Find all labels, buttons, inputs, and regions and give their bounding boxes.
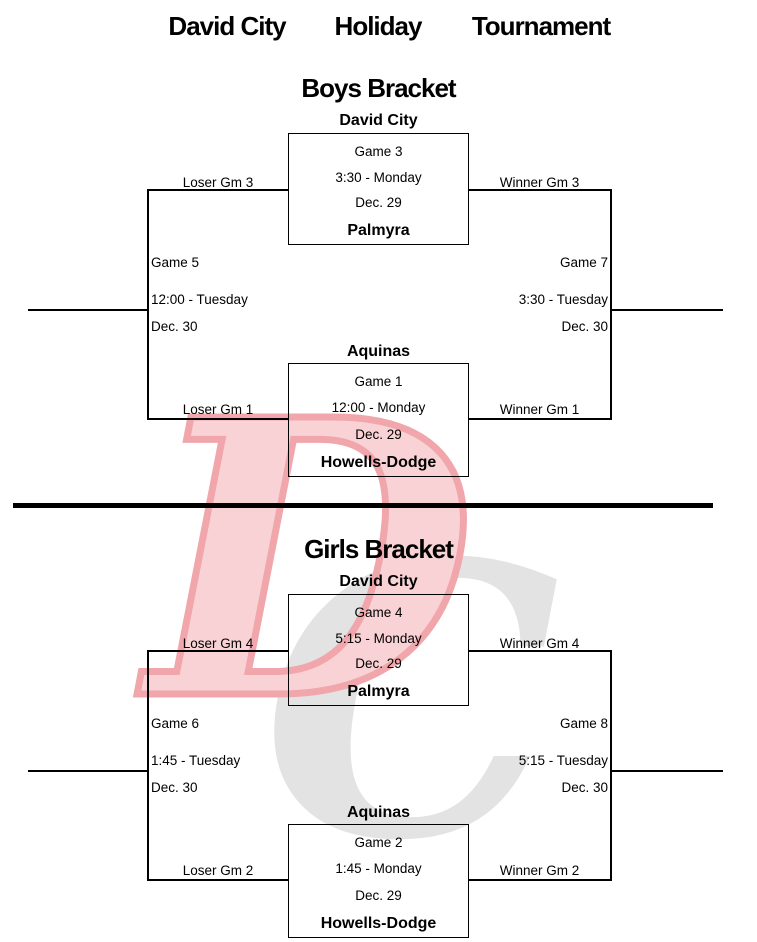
- semifinal-top-winner-line: [468, 650, 611, 652]
- semifinal-bottom-loser-label: Loser Gm 2: [182, 863, 254, 878]
- semifinal-bottom-winner-label: Winner Gm 1: [499, 402, 580, 417]
- game-time-label: 1:45 - Monday: [335, 861, 422, 877]
- game-time-label: 12:00 - Monday: [331, 400, 426, 416]
- semifinal-bottom-team-bottom-label: Howells-Dodge: [320, 914, 437, 932]
- game-date-label: Dec. 29: [355, 426, 402, 442]
- semifinal-top-team-bottom-label: Palmyra: [347, 221, 410, 239]
- right-bracket-line: [610, 650, 612, 881]
- bracket-heading: Boys Bracket: [301, 73, 456, 103]
- semifinal-bottom-winner-line: [468, 418, 611, 420]
- semifinal-bottom-loser-line: [148, 418, 288, 420]
- semifinal-bottom-team-top-label: Aquinas: [346, 343, 411, 360]
- semifinal-bottom-team-bottom-label: Howells-Dodge: [320, 453, 437, 471]
- consolation-date-label: Dec. 30: [151, 780, 198, 795]
- semifinal-bottom-winner-label: Winner Gm 2: [499, 863, 580, 878]
- game-date-label: Dec. 29: [355, 887, 402, 903]
- semifinal-bottom-loser-line: [148, 879, 288, 881]
- left-bracket-line: [147, 189, 149, 420]
- left-bracket-line: [147, 650, 149, 881]
- game-number-label: Game 1: [354, 374, 403, 389]
- championship-game-label: Game 7: [559, 255, 608, 270]
- page-title-word-1: David City: [168, 11, 286, 41]
- consolation-game-label: Game 5: [151, 255, 200, 270]
- consolation-advance-line: [28, 309, 147, 311]
- semifinal-bottom-team-top-label: Aquinas: [346, 804, 411, 821]
- game-date-label: Dec. 29: [355, 656, 402, 672]
- semifinal-bottom-game-box: Game 1 12:00 - Monday Dec. 29 Howells-Do…: [288, 363, 469, 477]
- consolation-time-label: 1:45 - Tuesday: [151, 753, 241, 768]
- championship-time-label: 3:30 - Tuesday: [518, 292, 608, 307]
- semifinal-top-team-top-label: David City: [339, 573, 418, 590]
- semifinal-top-loser-label: Loser Gm 4: [182, 636, 254, 651]
- page-title: David City Holiday Tournament: [0, 12, 757, 42]
- section-divider: [13, 503, 713, 508]
- semifinal-top-winner-label: Winner Gm 4: [499, 636, 580, 651]
- championship-time-label: 5:15 - Tuesday: [518, 753, 608, 768]
- girls-bracket: Girls Bracket David City Game 4 5:15 - M…: [0, 531, 757, 941]
- consolation-time-label: 12:00 - Tuesday: [151, 292, 248, 307]
- semifinal-bottom-game-box: Game 2 1:45 - Monday Dec. 29 Howells-Dod…: [288, 824, 469, 938]
- right-bracket-line: [610, 189, 612, 420]
- game-time-label: 3:30 - Monday: [335, 169, 422, 185]
- page-title-word-2: Holiday: [334, 11, 423, 41]
- boys-bracket: Boys Bracket David City Game 3 3:30 - Mo…: [0, 70, 757, 480]
- bracket-heading: Girls Bracket: [304, 534, 454, 564]
- semifinal-top-loser-label: Loser Gm 3: [182, 175, 254, 190]
- game-number-label: Game 4: [354, 605, 403, 620]
- consolation-advance-line: [28, 770, 147, 772]
- championship-date-label: Dec. 30: [561, 780, 608, 795]
- championship-game-label: Game 8: [559, 716, 608, 731]
- semifinal-top-loser-line: [148, 189, 288, 191]
- semifinal-bottom-loser-label: Loser Gm 1: [182, 402, 254, 417]
- game-number-label: Game 3: [354, 144, 403, 159]
- semifinal-top-winner-line: [468, 189, 611, 191]
- consolation-date-label: Dec. 30: [151, 319, 198, 334]
- semifinal-top-loser-line: [148, 650, 288, 652]
- game-number-label: Game 2: [354, 835, 403, 850]
- semifinal-top-team-top-label: David City: [339, 112, 418, 129]
- semifinal-top-game-box: Game 3 3:30 - Monday Dec. 29 Palmyra: [288, 133, 469, 245]
- game-time-label: 5:15 - Monday: [335, 630, 422, 646]
- semifinal-top-winner-label: Winner Gm 3: [499, 175, 580, 190]
- championship-date-label: Dec. 30: [561, 319, 608, 334]
- semifinal-bottom-winner-line: [468, 879, 611, 881]
- semifinal-top-team-bottom-label: Palmyra: [347, 682, 410, 700]
- championship-advance-line: [611, 309, 723, 311]
- semifinal-top-game-box: Game 4 5:15 - Monday Dec. 29 Palmyra: [288, 594, 469, 706]
- consolation-game-label: Game 6: [151, 716, 200, 731]
- page-title-word-3: Tournament: [471, 11, 611, 41]
- championship-advance-line: [611, 770, 723, 772]
- game-date-label: Dec. 29: [355, 195, 402, 211]
